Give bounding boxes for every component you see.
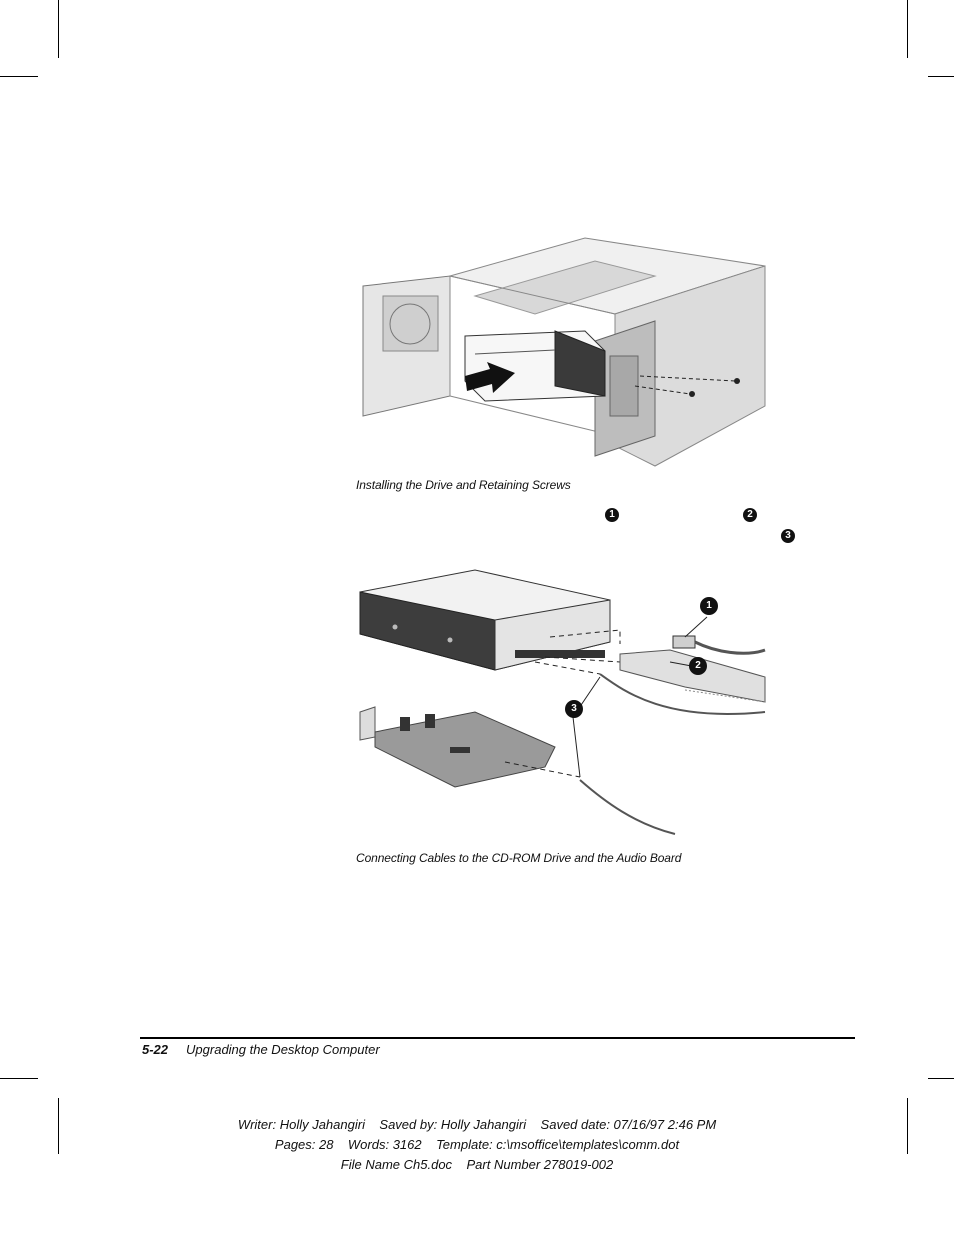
chapter-title: Upgrading the Desktop Computer	[186, 1042, 380, 1057]
crop-mark-top-left-vertical	[58, 0, 59, 58]
meta-line-filename: File Name Ch5.doc Part Number 278019-002	[340, 1157, 614, 1172]
crop-mark-top-right-vertical	[907, 0, 908, 58]
meta-line-pages: Pages: 28 Words: 3162 Template: c:\msoff…	[274, 1137, 680, 1152]
crop-mark-top-left-horizontal	[0, 76, 38, 77]
figure-connect-cables	[355, 562, 775, 840]
chassis-drive-illustration	[362, 237, 766, 467]
crop-mark-bottom-left-vertical	[58, 1098, 59, 1154]
text-callout-2: 2	[743, 508, 757, 522]
figure-callout-1: 1	[700, 597, 718, 615]
meta-line-writer: Writer: Holly Jahangiri Saved by: Holly …	[237, 1117, 717, 1132]
text-callout-1: 1	[605, 508, 619, 522]
footer-rule	[140, 1037, 855, 1039]
page-footer: 5-22 Upgrading the Desktop Computer	[142, 1042, 380, 1057]
crop-mark-bottom-right-horizontal	[928, 1078, 954, 1079]
crop-mark-top-right-horizontal	[928, 76, 954, 77]
figure2-caption: Connecting Cables to the CD-ROM Drive an…	[356, 851, 682, 865]
figure-callout-3: 3	[565, 700, 583, 718]
crop-mark-bottom-left-horizontal	[0, 1078, 38, 1079]
cable-connection-illustration	[359, 569, 766, 835]
text-callout-3: 3	[781, 529, 795, 543]
figure1-caption: Installing the Drive and Retaining Screw…	[356, 478, 571, 492]
crop-mark-bottom-right-vertical	[907, 1098, 908, 1154]
figure-install-drive	[355, 236, 775, 470]
page-number: 5-22	[142, 1042, 169, 1057]
document-meta: Writer: Holly Jahangiri Saved by: Holly …	[0, 1115, 954, 1175]
figure-callout-2: 2	[689, 657, 707, 675]
